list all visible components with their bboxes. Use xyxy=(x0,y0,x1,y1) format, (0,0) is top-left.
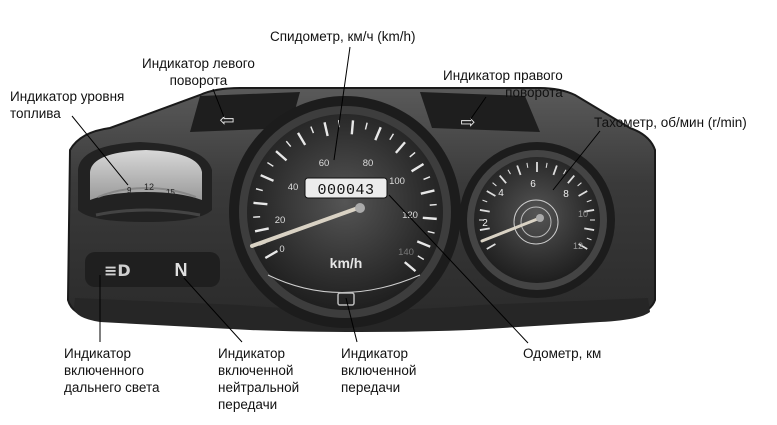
high-beam-icon: ≡D xyxy=(104,261,131,280)
dial-tick xyxy=(577,182,582,187)
dial-tick xyxy=(586,199,592,203)
tacho-scale-10: 10 xyxy=(578,209,588,219)
dial-tick xyxy=(310,126,315,134)
neutral-symbol: N xyxy=(175,260,188,280)
gear-indicator-window xyxy=(337,292,355,306)
speedo-needle xyxy=(250,206,360,248)
speedo-scale-140: 140 xyxy=(398,247,414,258)
dial-tick xyxy=(584,209,595,213)
dial-tick xyxy=(499,174,507,184)
dial-tick xyxy=(410,163,425,173)
dial-tick xyxy=(416,240,431,248)
dial-tick xyxy=(264,249,279,260)
dial-tick xyxy=(417,255,425,261)
speedo-scale-20: 20 xyxy=(275,215,286,226)
leader-lines xyxy=(71,46,601,344)
dial-tick xyxy=(563,169,567,175)
dial-tick xyxy=(285,140,292,148)
fuel-scale-12: 12 xyxy=(144,182,154,192)
odometer-window xyxy=(304,177,388,199)
dial-tick xyxy=(409,151,416,158)
dial-tick xyxy=(389,133,395,141)
dial-tick xyxy=(422,216,437,221)
dial-tick xyxy=(507,169,511,175)
dial-tick xyxy=(584,227,595,231)
right-turn-pod xyxy=(420,92,540,132)
speedo-unit: km/h xyxy=(330,255,363,271)
dial-tick xyxy=(526,162,529,168)
fuel-scale-15: 15 xyxy=(166,188,175,197)
dial-tick xyxy=(420,189,435,195)
speedo-scale-80: 80 xyxy=(363,158,374,169)
dial-tick xyxy=(567,174,575,184)
dial-tick xyxy=(479,227,490,231)
tacho-scale-2: 2 xyxy=(482,218,488,229)
dial-tick xyxy=(267,161,274,167)
dial-tick xyxy=(586,237,592,241)
dial-tick xyxy=(482,199,488,203)
dial-tick xyxy=(254,227,269,233)
speedo-scale-40: 40 xyxy=(288,182,299,193)
tacho-needle xyxy=(480,216,542,243)
indicator-strip xyxy=(85,252,220,287)
speedo-scale-100: 100 xyxy=(389,176,405,187)
dial-tick xyxy=(545,162,548,168)
dial-tick xyxy=(350,120,355,135)
tacho-scale-12: 12 xyxy=(573,241,583,251)
tachometer-label: Тахометр, об/мин (r/min) xyxy=(594,115,747,130)
speedo-scale-0: 0 xyxy=(279,244,284,255)
dial-tick xyxy=(296,132,307,146)
dial-tick xyxy=(429,203,437,206)
dial-tick xyxy=(479,209,490,213)
speedometer: 0 20 40 60 80 100 120 140 000043 km/h xyxy=(229,96,461,328)
dial-tick xyxy=(492,182,497,187)
dial-tick xyxy=(578,190,588,197)
dial-tick xyxy=(403,261,417,273)
dial-tick xyxy=(486,190,496,197)
tachometer: 2 4 6 8 10 12 xyxy=(459,142,615,298)
dial-tick xyxy=(275,150,288,162)
dial-tick xyxy=(364,122,368,130)
fuel-scale-9: 9 xyxy=(127,186,132,195)
dial-tick xyxy=(552,165,558,176)
odometer-reading: 000043 xyxy=(317,182,374,199)
fuel-gauge: 9 12 15 xyxy=(78,142,212,222)
speedo-scale-60: 60 xyxy=(319,158,330,169)
dial-tick xyxy=(253,201,268,206)
tacho-scale-6: 6 xyxy=(530,179,536,190)
dial-tick xyxy=(578,243,588,250)
dial-tick xyxy=(486,243,496,250)
dial-tick xyxy=(516,165,522,176)
odometer-label: Одометр, км xyxy=(523,346,602,361)
dial-tick xyxy=(260,174,274,182)
left-turn-arrow-icon: ⇦ xyxy=(219,110,234,131)
tacho-scale-8: 8 xyxy=(563,189,569,200)
speedo-scale-120: 120 xyxy=(402,210,418,221)
dial-tick xyxy=(427,230,435,234)
dial-tick xyxy=(323,122,329,137)
speedometer-label: Спидометр, км/ч (km/h) xyxy=(270,29,416,44)
dial-tick xyxy=(423,176,431,181)
dial-tick xyxy=(255,188,263,192)
tacho-scale-4: 4 xyxy=(498,188,504,199)
dial-tick xyxy=(394,141,406,154)
dial-tick xyxy=(374,126,382,141)
